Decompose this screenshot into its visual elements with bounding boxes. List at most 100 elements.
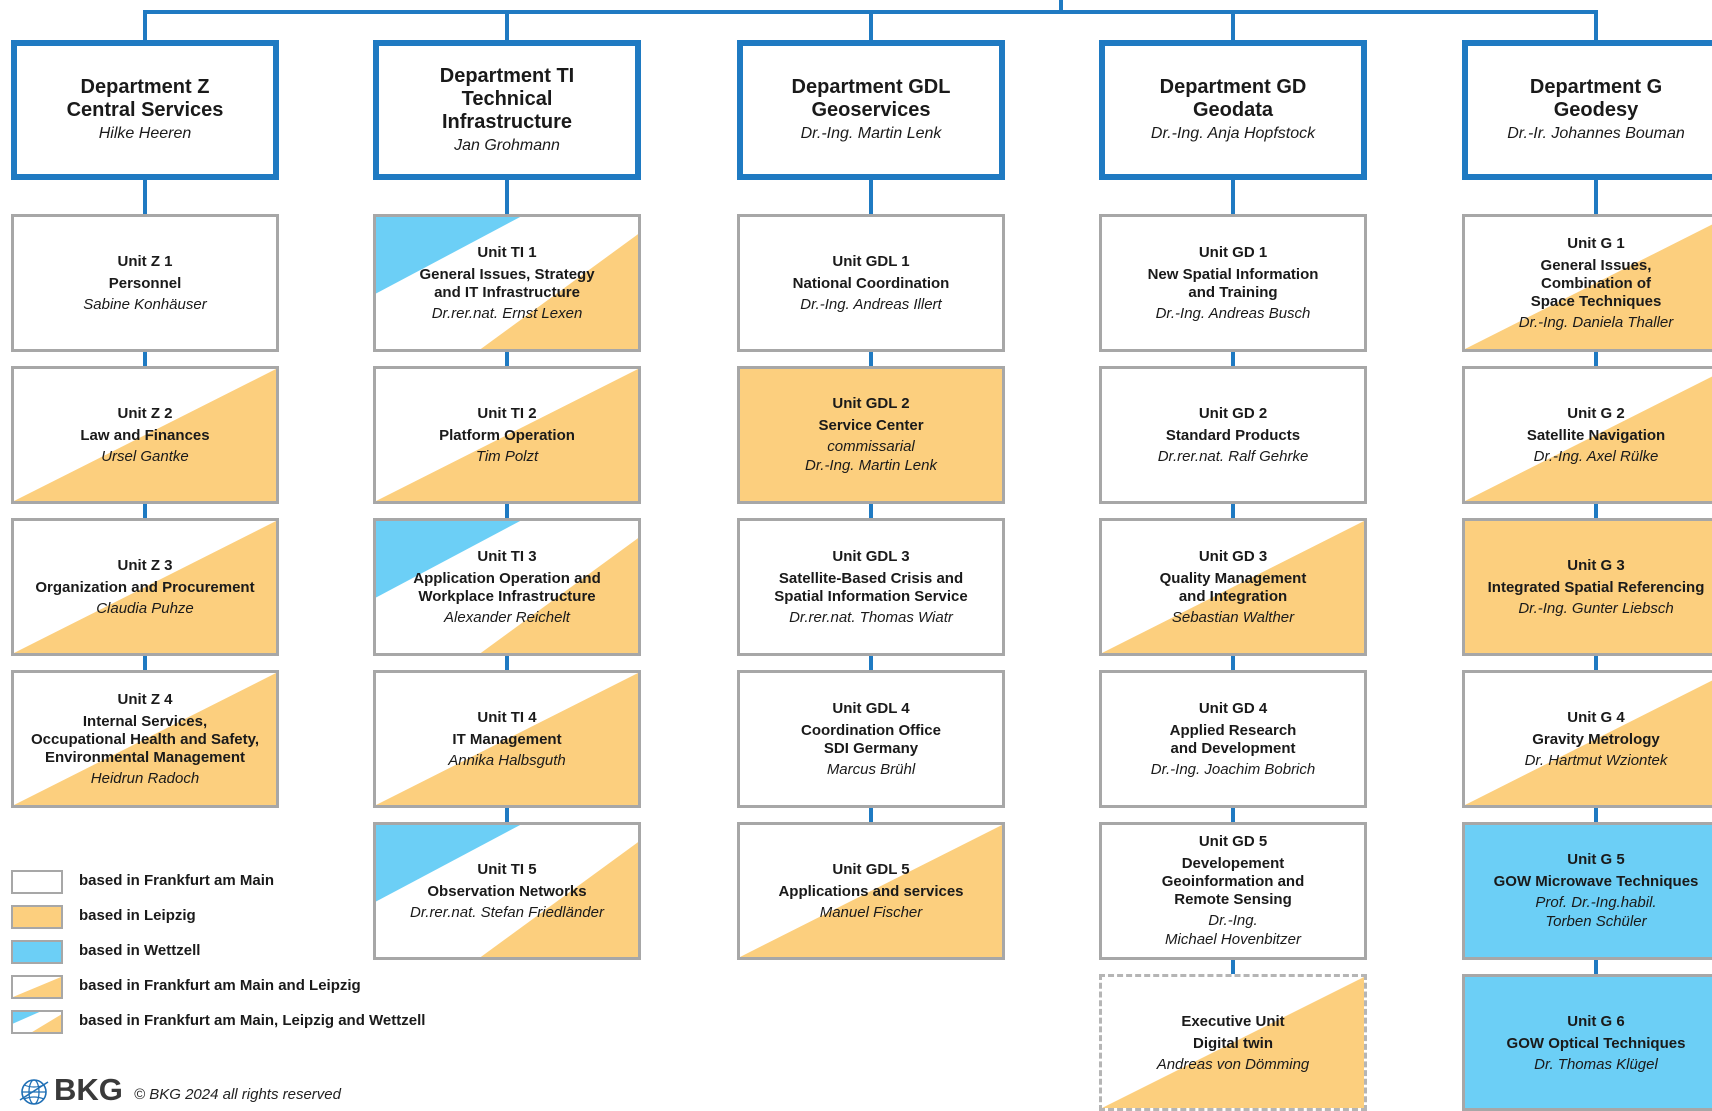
department-head: Jan Grohmann: [454, 136, 560, 154]
unit-head: Sabine Konhäuser: [83, 295, 207, 313]
unit-head: Andreas von Dömming: [1156, 1055, 1310, 1073]
location-fill: [376, 825, 638, 957]
bkg-logo-text: BKG: [54, 1072, 123, 1107]
location-fill: [1465, 680, 1712, 805]
department-subtitle: Technical Infrastructure: [441, 87, 573, 133]
unit-name: National Coordination: [792, 274, 950, 292]
unit-name: General Issues, Combination of Space Tec…: [1530, 256, 1662, 310]
unit-head: Dr. Hartmut Wziontek: [1524, 751, 1668, 769]
location-fill: [1465, 825, 1712, 957]
unit-code: Unit TI 1: [477, 243, 537, 261]
unit-name: Observation Networks: [427, 882, 587, 900]
unit-head: Dr.-Ing. Michael Hovenbitzer: [1165, 912, 1301, 948]
unit-head: Ursel Gantke: [101, 447, 189, 465]
unit-code: Unit GDL 5: [832, 860, 910, 878]
location-fill: [740, 369, 1002, 501]
department-subtitle: Geoservices: [811, 99, 931, 121]
unit-name: Internal Services, Occupational Health a…: [30, 712, 260, 766]
department-title: Department Z: [80, 76, 210, 98]
unit-name: Coordination Office SDI Germany: [801, 721, 941, 757]
unit-code: Unit GD 5: [1198, 833, 1268, 850]
unit-name: Digital twin: [1193, 1034, 1273, 1052]
unit-code: Unit TI 3: [477, 547, 537, 565]
unit-code: Unit GD 4: [1198, 699, 1268, 717]
unit-head: Dr.rer.nat. Stefan Friedländer: [410, 903, 604, 921]
location-fill: [13, 977, 61, 997]
location-fill: [13, 872, 61, 892]
legend-label: based in Leipzig: [79, 907, 196, 924]
unit-name: Applied Research and Development: [1169, 721, 1297, 757]
unit-head: Claudia Puhze: [96, 599, 194, 617]
department-subtitle: Geodesy: [1553, 99, 1639, 121]
unit-head: Dr.-Ing. Andreas Busch: [1155, 304, 1311, 322]
location-fill: [1465, 521, 1712, 653]
unit-code: Unit G 2: [1567, 404, 1625, 422]
department-head: Dr.-Ing. Martin Lenk: [800, 125, 942, 142]
legend-swatch: [11, 975, 63, 999]
unit-name: GOW Microwave Techniques: [1493, 873, 1699, 890]
unit-code: Unit G 3: [1567, 556, 1625, 574]
unit-name: Applications and services: [778, 882, 964, 900]
unit-code: Unit Z 2: [117, 404, 173, 422]
legend-label: based in Frankfurt am Main and Leipzig: [79, 977, 361, 994]
location-fill: [13, 1012, 61, 1032]
unit-code: Unit Z 3: [117, 556, 173, 574]
unit-head: Dr.rer.nat. Thomas Wiatr: [789, 608, 953, 626]
unit-code: Unit G 6: [1567, 1012, 1625, 1030]
unit-name: Satellite Navigation: [1526, 426, 1666, 444]
legend-label: based in Frankfurt am Main, Leipzig and …: [79, 1012, 426, 1029]
department-head: Hilke Heeren: [98, 125, 192, 142]
unit-code: Unit G 4: [1567, 708, 1625, 726]
location-fill: [376, 369, 638, 501]
unit-head: commissarial Dr.-Ing. Martin Lenk: [805, 438, 937, 474]
department-title: Department TI: [439, 64, 575, 87]
legend-swatch: [11, 1010, 63, 1034]
department-title: Department G: [1529, 76, 1663, 98]
location-fill: [376, 217, 638, 349]
unit-head: Dr.rer.nat. Ernst Lexen: [431, 304, 583, 322]
unit-code: Unit TI 2: [477, 404, 537, 422]
location-fill: [13, 942, 61, 962]
legend-label: based in Frankfurt am Main: [79, 872, 275, 889]
unit-code: Unit GD 3: [1198, 547, 1268, 565]
globe-icon: [19, 1079, 49, 1105]
unit-head: Dr.rer.nat. Ralf Gehrke: [1157, 447, 1309, 465]
unit-head: Annika Halbsguth: [448, 751, 566, 769]
legend-swatch: [11, 905, 63, 929]
location-fill: [1465, 376, 1712, 501]
legend-swatch: [11, 870, 63, 894]
unit-code: Unit GD 1: [1198, 243, 1268, 261]
unit-name: Service Center: [818, 417, 924, 434]
